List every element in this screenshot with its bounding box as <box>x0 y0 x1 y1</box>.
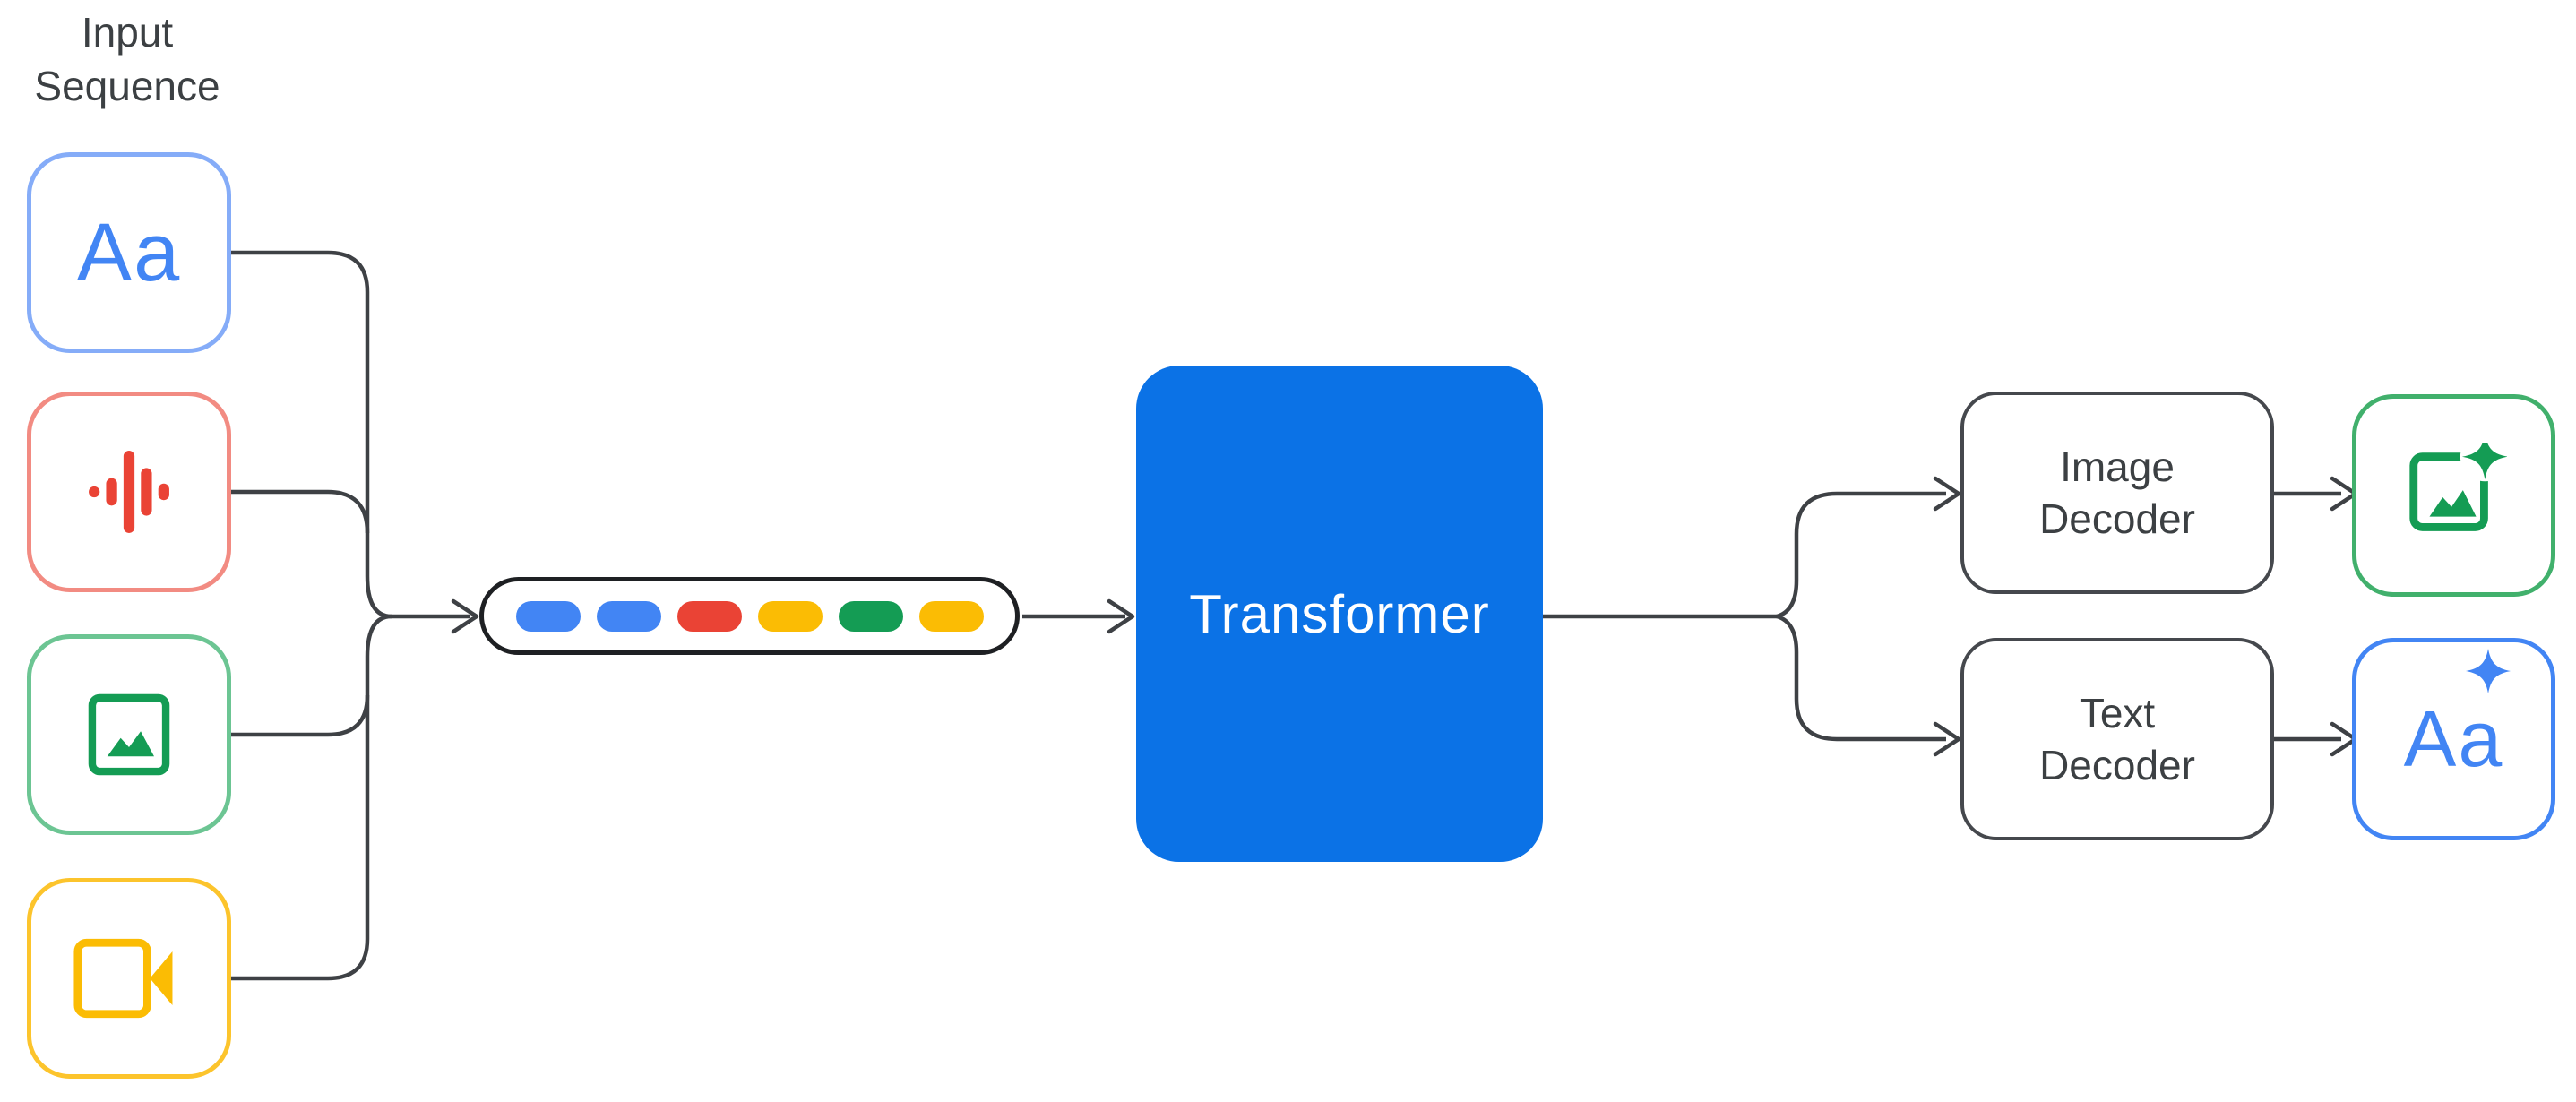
image-decoder-label-line2: Decoder <box>2039 495 2195 542</box>
image-sparkle-icon <box>2408 443 2507 531</box>
image-icon <box>88 693 170 776</box>
sparkle-icon <box>2466 649 2511 693</box>
transformer-label: Transformer <box>1189 583 1490 644</box>
transformer-block: Transformer <box>1136 366 1543 862</box>
token-sequence-pill <box>479 577 1020 655</box>
image-decoder-box: Image Decoder <box>1960 392 2274 594</box>
token-blue <box>596 600 661 632</box>
input-box-image <box>27 634 231 835</box>
connector-video-input <box>231 614 392 981</box>
token-green <box>838 600 903 632</box>
arrowhead-into-pill <box>451 598 479 634</box>
text-sparkle-glyph: Aa <box>2403 694 2504 783</box>
text-decoder-label-line1: Text <box>2079 690 2156 736</box>
arrowhead-into-image-decoder <box>1933 476 1961 512</box>
text-decoder-label-line2: Decoder <box>2039 742 2195 788</box>
connector-audio-input <box>231 489 370 534</box>
token-red <box>676 600 742 632</box>
image-decoder-label-line1: Image <box>2060 443 2175 490</box>
token-blue <box>515 600 581 632</box>
text-output-box: Aa <box>2352 638 2555 840</box>
connector-branch-text-decoder <box>1776 614 1946 742</box>
arrowhead-into-transformer <box>1107 598 1135 634</box>
input-sequence-label: Input Sequence <box>34 9 220 109</box>
arrowhead-into-text-decoder <box>1933 721 1961 757</box>
input-box-text: Aa <box>27 152 231 353</box>
input-box-audio <box>27 392 231 592</box>
audio-waveform-icon <box>89 451 169 533</box>
connector-text-input <box>231 250 392 619</box>
connector-image-input <box>231 694 370 737</box>
image-output-box <box>2352 394 2555 597</box>
text-output-glyph-wrap: Aa <box>2403 649 2511 785</box>
connector-branch-image-decoder <box>1776 491 1946 619</box>
token-yellow <box>918 600 984 632</box>
text-glyph: Aa <box>76 206 182 298</box>
text-decoder-box: Text Decoder <box>1960 638 2274 840</box>
input-box-video <box>27 878 231 1079</box>
token-yellow <box>757 600 823 632</box>
video-camera-icon <box>73 938 173 1019</box>
